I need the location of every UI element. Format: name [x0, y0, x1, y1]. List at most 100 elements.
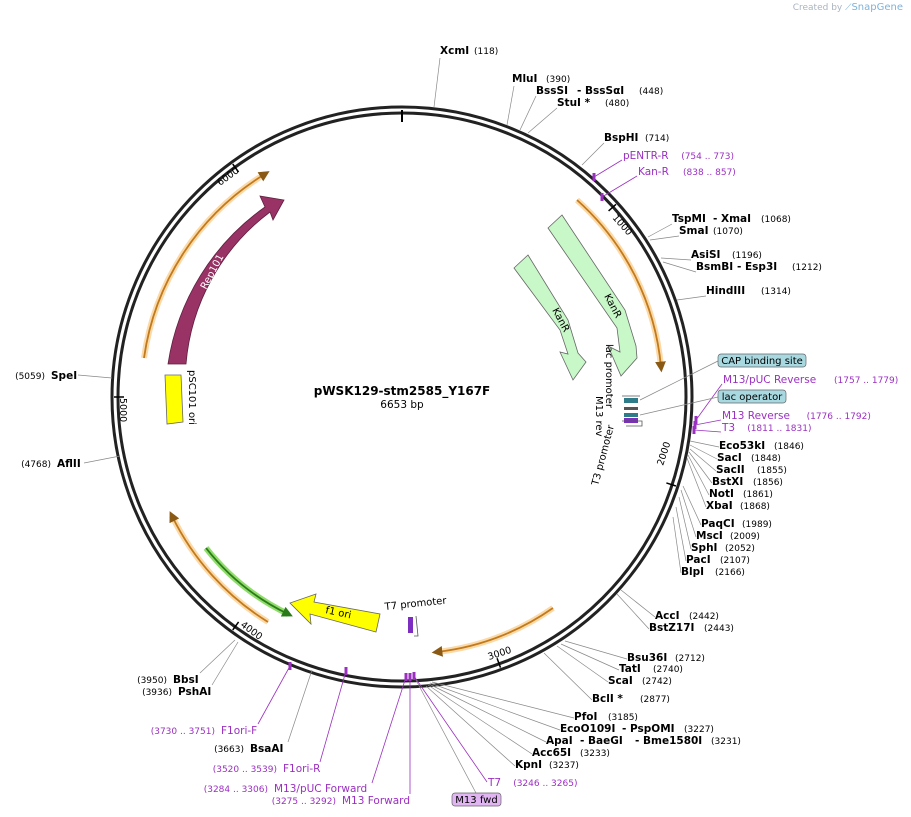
enzyme-name: SphI — [691, 542, 717, 554]
tick-2000 — [666, 482, 677, 487]
enzyme-position: (2712) — [675, 654, 705, 664]
primer-position: (1811 .. 1831) — [747, 424, 811, 434]
primer-leader — [695, 383, 723, 421]
enzyme-position: (1855) — [757, 466, 787, 476]
enzyme-position: (2009) — [730, 532, 760, 542]
primer-name: T3 — [721, 422, 735, 434]
enzyme-position: (448) — [639, 87, 663, 97]
enzyme-position: (1196) — [732, 251, 762, 261]
primer-mark — [694, 416, 698, 424]
psc101-ori-label: pSC101 ori — [186, 370, 197, 425]
enzyme-leader — [425, 685, 516, 767]
enzyme-name-alt: - Esp3I — [737, 261, 777, 273]
tick-1000 — [608, 203, 617, 212]
enzyme-position: (1861) — [743, 490, 773, 500]
enzyme-name: BstZ17I — [649, 622, 694, 634]
enzyme-name: EcoO109I — [560, 723, 615, 735]
primer-name: F1ori-R — [283, 763, 320, 775]
enzyme-position: (390) — [546, 75, 570, 85]
orf-arrows — [141, 171, 666, 657]
enzyme-position: (3936) — [142, 688, 172, 698]
enzyme-name: MluI — [512, 73, 537, 85]
enzyme-position: (3237) — [549, 761, 579, 771]
enzyme-name: SacII — [716, 464, 745, 476]
plasmid-name: pWSK129-stm2585_Y167F — [314, 384, 491, 399]
enzyme-name: BlpI — [681, 566, 704, 578]
enzyme-name-alt: - Bme1580I — [635, 735, 702, 747]
enzyme-name-alt: - BssSαI — [577, 85, 624, 97]
primer-name: F1ori-F — [221, 725, 257, 737]
enzyme-position: (480) — [605, 99, 629, 109]
enzyme-name: AsiSI — [691, 249, 720, 261]
enzyme-position: (1848) — [751, 454, 781, 464]
tick-label-2000: 2000 — [655, 441, 673, 467]
enzyme-name: Bsu36I — [627, 652, 667, 664]
enzyme-name: KpnI — [515, 759, 542, 771]
enzyme-leader — [564, 640, 628, 660]
enzyme-leader — [527, 107, 558, 134]
enzyme-position: (1314) — [761, 287, 791, 297]
t7-mark — [408, 617, 413, 633]
t7-promoter-mark — [414, 615, 419, 637]
enzyme-position: (3950) — [137, 676, 167, 686]
feature-box — [451, 792, 502, 807]
backbone-outer — [110, 105, 694, 689]
primer-name: T7 — [487, 777, 501, 789]
enzyme-name: BsmBI — [696, 261, 733, 273]
enzyme-position: (3233) — [580, 749, 610, 759]
primer-leader — [593, 159, 623, 178]
enzyme-position: (1068) — [761, 215, 791, 225]
feature-leader — [639, 360, 719, 401]
tick-label-5000: 5000 — [117, 398, 128, 422]
enzyme-leader — [77, 374, 113, 379]
primer-mark — [408, 673, 412, 681]
feature-box — [717, 389, 787, 404]
enzyme-name: ScaI — [608, 675, 633, 687]
enzyme-position: (5059) — [15, 372, 45, 382]
enzyme-name: HindIII — [706, 285, 745, 297]
primer-position: (3730 .. 3751) — [151, 727, 215, 737]
enzyme-position: (118) — [474, 47, 498, 57]
primer-mark — [592, 173, 596, 181]
tick-label-6000: 6000 — [215, 165, 241, 188]
enzyme-leader — [689, 444, 718, 460]
enzyme-leader — [428, 683, 547, 743]
primer-leader — [413, 675, 488, 783]
enzyme-position: (1070) — [713, 227, 743, 237]
enzyme-leader — [431, 681, 575, 719]
orf-arrow-4 — [169, 511, 269, 623]
enzyme-name: StuI * — [557, 97, 591, 109]
enzyme-name-alt: - XmaI — [713, 213, 751, 225]
enzyme-name: Eco53kI — [719, 440, 765, 452]
enzyme-name: BssSI — [536, 85, 568, 97]
primer-position: (3520 .. 3539) — [213, 765, 277, 775]
enzyme-name: NotI — [709, 488, 734, 500]
enzyme-position: (714) — [645, 134, 669, 144]
tick-3000 — [496, 657, 502, 668]
snapgene-watermark: Created by ⟋SnapGene — [792, 2, 903, 13]
enzyme-leader — [662, 261, 697, 273]
enzyme-leader — [687, 454, 710, 496]
primer-position: (1776 .. 1792) — [807, 412, 871, 422]
enzyme-position: (1868) — [740, 502, 770, 512]
psc101-ori-feature — [164, 374, 184, 425]
primer-position: (3284 .. 3306) — [204, 785, 268, 795]
enzyme-name: XbaI — [706, 500, 733, 512]
enzyme-leader — [519, 95, 537, 131]
enzyme-name: AflII — [57, 458, 81, 470]
primer-leader — [257, 665, 291, 725]
feature-leader — [415, 679, 477, 794]
primer-mark — [404, 673, 408, 681]
primer-leader — [319, 670, 347, 763]
cap-site-mark — [624, 398, 638, 403]
feature-box — [717, 353, 807, 368]
orf-arrow-2-halo — [436, 605, 555, 655]
enzyme-leader — [543, 652, 593, 701]
enzyme-name: XcmI — [440, 45, 469, 57]
enzyme-name: BclI * — [592, 693, 623, 705]
primer-mark — [412, 672, 416, 680]
primer-leader — [601, 175, 638, 198]
primer-position: (3246 .. 3265) — [513, 779, 577, 789]
orf-arrow-3-halo — [141, 171, 267, 359]
